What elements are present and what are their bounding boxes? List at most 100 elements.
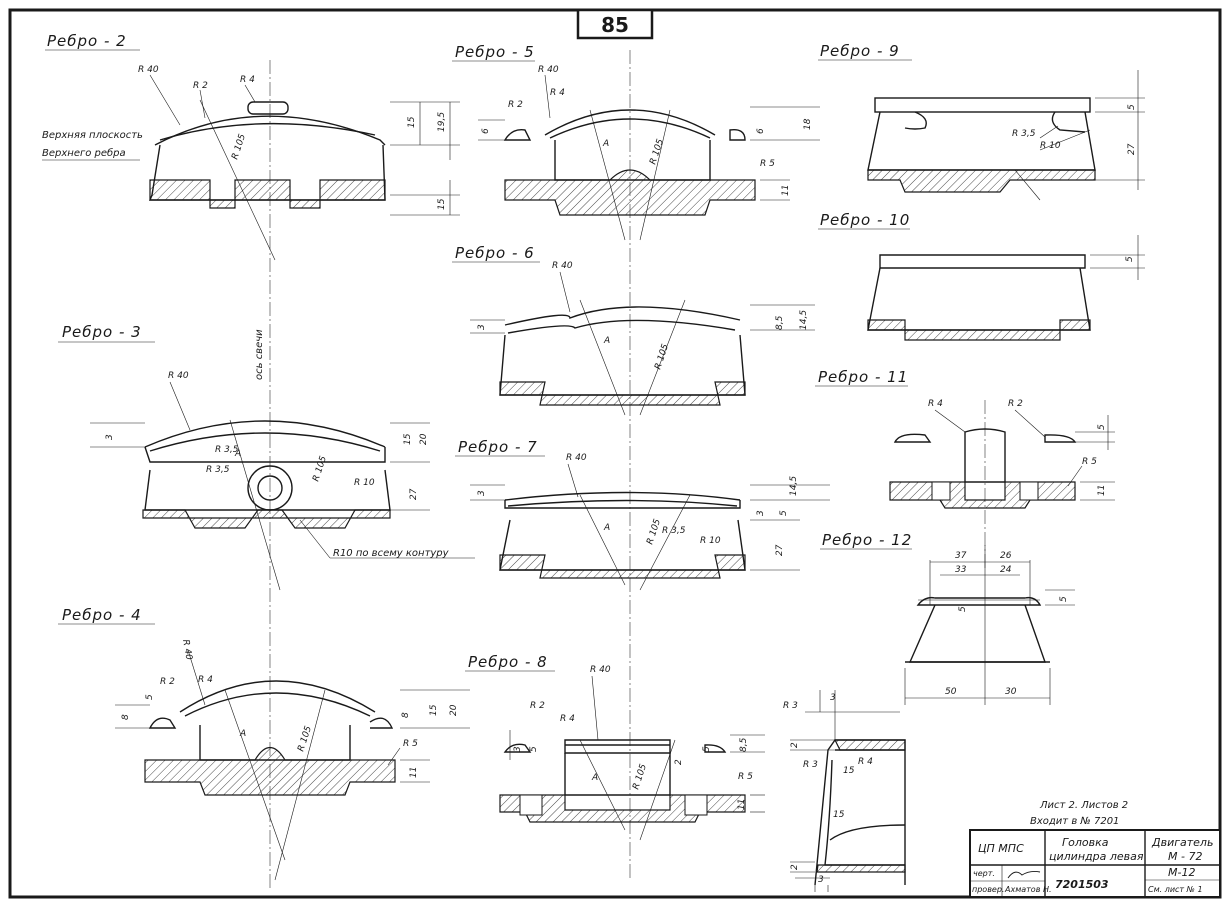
- svg-text:R 40: R 40: [138, 65, 159, 75]
- svg-text:R 3,5: R 3,5: [215, 445, 239, 455]
- product-line2: М - 72: [1168, 850, 1202, 863]
- svg-text:R 5: R 5: [738, 772, 753, 782]
- svg-text:R 10: R 10: [354, 478, 375, 488]
- svg-text:R 2: R 2: [193, 81, 208, 91]
- svg-text:3: 3: [105, 434, 115, 440]
- svg-text:3: 3: [756, 510, 766, 516]
- view-title-rib-12: Ребро - 12: [822, 531, 912, 549]
- view-rib-4: Ребро - 4 8 5 8 15 20 11 R 40 R 2 R 4 R …: [58, 606, 470, 881]
- svg-text:провер.: провер.: [972, 885, 1004, 894]
- view-title-rib-6: Ребро - 6: [455, 244, 535, 262]
- svg-text:15: 15: [403, 433, 413, 445]
- svg-text:27: 27: [1127, 143, 1137, 155]
- svg-text:R 105: R 105: [631, 763, 649, 791]
- svg-text:3: 3: [830, 693, 836, 703]
- svg-text:8,5: 8,5: [775, 315, 785, 330]
- svg-text:2: 2: [790, 864, 800, 870]
- svg-text:R 105: R 105: [296, 725, 314, 753]
- svg-text:А: А: [603, 336, 610, 346]
- svg-text:R 5: R 5: [403, 739, 418, 749]
- view-rib-7: Ребро - 7 3 14,5 3 5 27 R 40 R 3,5 R 10 …: [455, 438, 830, 591]
- svg-text:R 40: R 40: [180, 639, 193, 661]
- svg-text:R 3,5: R 3,5: [1012, 129, 1036, 139]
- svg-text:А: А: [602, 139, 609, 149]
- view-title-rib-2: Ребро - 2: [47, 32, 127, 50]
- svg-text:R 40: R 40: [590, 665, 611, 675]
- svg-text:5: 5: [1125, 256, 1135, 262]
- svg-text:8: 8: [121, 714, 131, 720]
- svg-text:14,5: 14,5: [799, 310, 809, 330]
- svg-text:R 105: R 105: [653, 343, 671, 371]
- svg-text:А: А: [239, 729, 246, 739]
- sheet-reference: См. лист № 1: [1148, 885, 1203, 894]
- view-rib-9: Ребро - 9 5 27 R 3,5 R 10: [818, 42, 1145, 201]
- svg-text:Верхняя плоскость: Верхняя плоскость: [42, 130, 143, 141]
- page-number: 85: [601, 13, 629, 37]
- view-title-rib-9: Ребро - 9: [820, 42, 900, 60]
- svg-text:R 3: R 3: [803, 760, 818, 770]
- view-title-rib-8: Ребро - 8: [468, 653, 548, 671]
- svg-text:37: 37: [955, 551, 967, 561]
- drawn-by-signature: [1007, 870, 1041, 879]
- svg-text:R 4: R 4: [560, 714, 575, 724]
- svg-text:R 105: R 105: [648, 138, 666, 166]
- view-title-rib-4: Ребро - 4: [62, 606, 142, 624]
- product-line1: Двигатель: [1151, 836, 1213, 849]
- svg-text:27: 27: [775, 544, 785, 556]
- part-name-line2: цилиндра левая: [1049, 850, 1144, 863]
- svg-text:R 40: R 40: [538, 65, 559, 75]
- svg-text:5: 5: [1097, 424, 1107, 430]
- view-title-rib-10: Ребро - 10: [820, 211, 910, 229]
- svg-text:R 40: R 40: [168, 371, 189, 381]
- svg-text:R 5: R 5: [760, 159, 775, 169]
- drawing-number: 7201503: [1055, 878, 1109, 891]
- svg-text:5: 5: [779, 510, 789, 516]
- view-title-rib-5: Ребро - 5: [455, 43, 535, 61]
- spark-plug-axis-label: ось свечи: [254, 329, 265, 380]
- svg-text:Ахматов Н.: Ахматов Н.: [1004, 885, 1052, 894]
- svg-text:А: А: [234, 449, 241, 459]
- svg-text:R 3,5: R 3,5: [662, 526, 686, 536]
- svg-text:27: 27: [409, 488, 419, 500]
- svg-text:8: 8: [401, 712, 411, 718]
- svg-text:15: 15: [429, 704, 439, 716]
- svg-text:3: 3: [477, 490, 487, 496]
- svg-text:R 4: R 4: [550, 88, 565, 98]
- sheet-info: Лист 2. Листов 2: [1039, 800, 1128, 811]
- svg-text:R 4: R 4: [240, 75, 255, 85]
- svg-text:5: 5: [1059, 596, 1069, 602]
- svg-text:15: 15: [843, 766, 855, 776]
- svg-text:3: 3: [818, 875, 824, 885]
- svg-text:3: 3: [513, 746, 523, 752]
- view-rib-11: Ребро - 11 5 11 R 4 R 2 R 5: [815, 368, 1115, 509]
- view-rib-6: Ребро - 6 3 8,5 14,5 R 40 А R 105: [452, 244, 815, 416]
- svg-text:20: 20: [449, 704, 459, 716]
- svg-text:R 10: R 10: [700, 536, 721, 546]
- svg-text:R 2: R 2: [508, 100, 523, 110]
- svg-text:20: 20: [419, 433, 429, 445]
- svg-text:R 4: R 4: [198, 675, 213, 685]
- view-rib-5: Ребро - 5 6 6 18 11 R 2 R 40 R 4 R 5 А R…: [452, 43, 820, 241]
- svg-text:R10 по всему контуру: R10 по всему контуру: [333, 548, 450, 559]
- svg-text:15: 15: [833, 810, 845, 820]
- material: М-12: [1168, 866, 1195, 879]
- svg-text:3: 3: [477, 324, 487, 330]
- svg-text:черт.: черт.: [973, 869, 995, 878]
- svg-text:R 2: R 2: [160, 677, 175, 687]
- svg-text:24: 24: [1000, 565, 1012, 575]
- view-title-rib-7: Ребро - 7: [458, 438, 538, 456]
- svg-text:5: 5: [1127, 104, 1137, 110]
- svg-text:11: 11: [409, 767, 419, 778]
- view-rib-3: Ребро - 3 3 15 20 27 R 40 R 3,5 R 3,5 R …: [58, 323, 475, 591]
- svg-text:А: А: [603, 523, 610, 533]
- svg-text:R 3: R 3: [783, 701, 798, 711]
- svg-text:5: 5: [145, 694, 155, 700]
- svg-text:11: 11: [737, 799, 747, 810]
- svg-text:R 105: R 105: [645, 518, 663, 546]
- svg-text:5: 5: [529, 746, 539, 752]
- svg-text:14,5: 14,5: [789, 476, 799, 496]
- included-in: Входит в № 7201: [1030, 816, 1119, 827]
- svg-text:2: 2: [674, 759, 684, 765]
- svg-text:8,5: 8,5: [739, 737, 749, 752]
